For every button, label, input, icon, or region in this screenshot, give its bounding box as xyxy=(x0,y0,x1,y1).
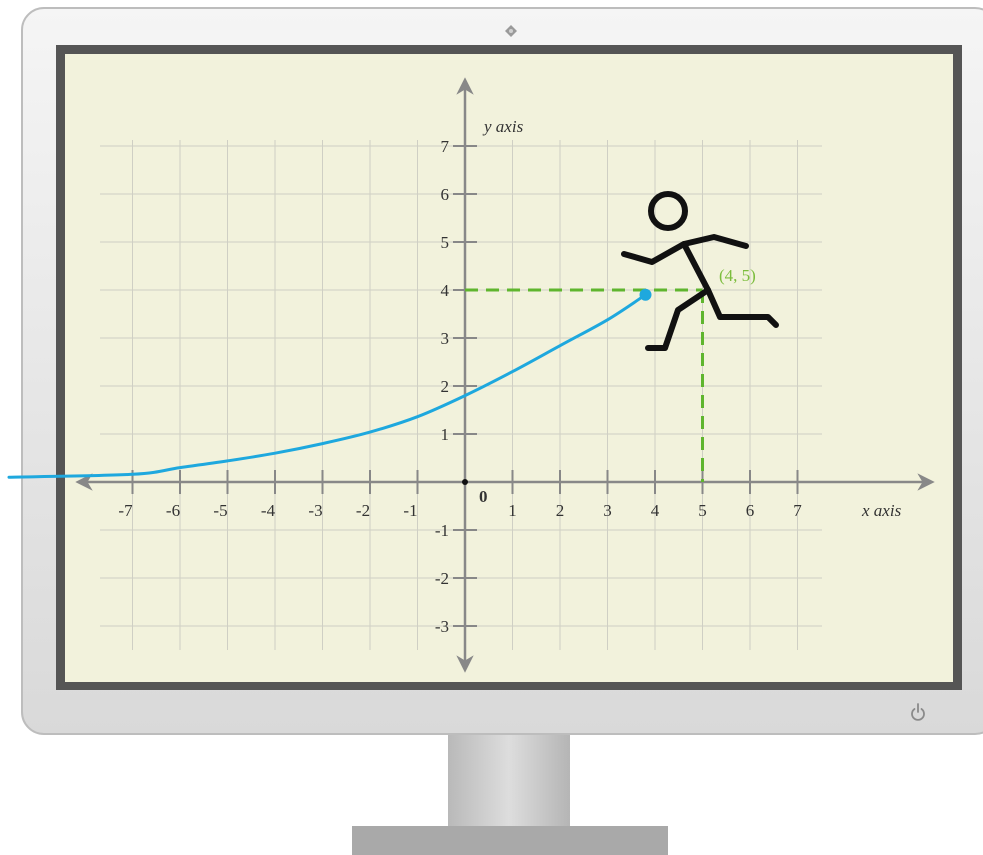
y-tick-label: -1 xyxy=(435,521,449,540)
monitor-stand-base xyxy=(352,826,668,855)
y-tick-label: -3 xyxy=(435,617,449,636)
y-tick-label: 3 xyxy=(441,329,450,348)
highlight-point-label: (4, 5) xyxy=(719,266,756,285)
x-tick-label: 7 xyxy=(793,501,802,520)
y-tick-label: 4 xyxy=(441,281,450,300)
y-tick-label: 6 xyxy=(441,185,450,204)
y-tick-label: 2 xyxy=(441,377,450,396)
monitor-stand-neck xyxy=(448,733,570,829)
y-tick-label: 5 xyxy=(441,233,450,252)
x-tick-label: 6 xyxy=(746,501,755,520)
origin-label: 0 xyxy=(479,487,488,506)
x-tick-label: -3 xyxy=(308,501,322,520)
x-axis-title: x axis xyxy=(861,501,902,520)
origin-dot xyxy=(462,479,468,485)
x-tick-label: -2 xyxy=(356,501,370,520)
x-tick-label: 2 xyxy=(556,501,565,520)
x-tick-label: 4 xyxy=(651,501,660,520)
x-tick-label: 3 xyxy=(603,501,612,520)
y-tick-label: 1 xyxy=(441,425,450,444)
x-tick-label: -1 xyxy=(403,501,417,520)
x-tick-label: -5 xyxy=(213,501,227,520)
x-tick-label: 5 xyxy=(698,501,707,520)
y-tick-label: -2 xyxy=(435,569,449,588)
x-tick-label: -4 xyxy=(261,501,276,520)
screen xyxy=(65,54,953,682)
y-tick-label: 7 xyxy=(441,137,450,156)
x-tick-label: 1 xyxy=(508,501,517,520)
curve-end-point xyxy=(640,289,652,301)
x-tick-label: -6 xyxy=(166,501,180,520)
y-axis-title: y axis xyxy=(482,117,524,136)
x-tick-label: -7 xyxy=(118,501,133,520)
